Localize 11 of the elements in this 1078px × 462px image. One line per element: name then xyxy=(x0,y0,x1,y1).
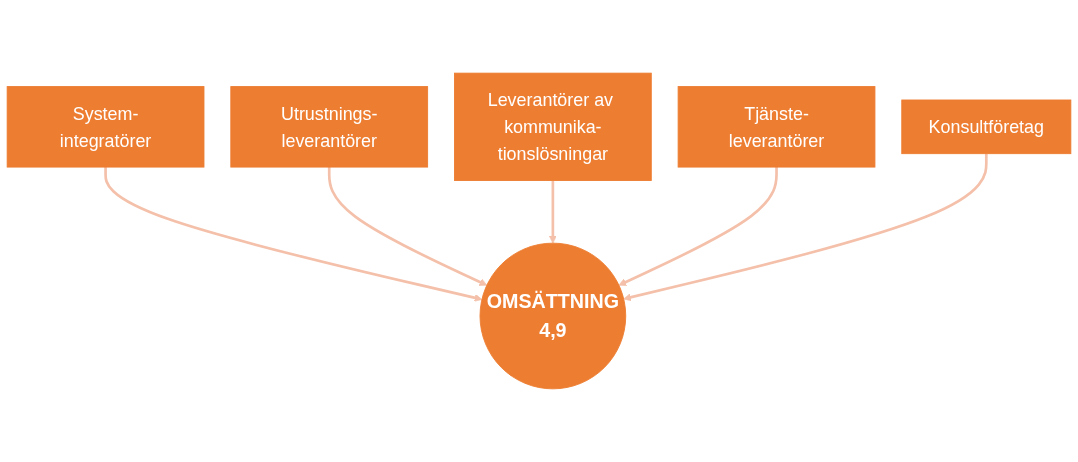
node-box: Konsultföretag xyxy=(901,99,1072,155)
arrow xyxy=(618,167,778,286)
node-box: System-integratörer xyxy=(6,86,205,168)
node-circle: OMSÄTTNING 4,9 xyxy=(479,242,627,390)
arrow xyxy=(327,167,488,286)
arrow xyxy=(623,153,988,302)
arrow xyxy=(548,180,557,244)
node-box: Leverantörer av kommunika-tionslösningar xyxy=(454,72,652,181)
node-box: Tjänste-leverantörer xyxy=(677,86,876,168)
arrow xyxy=(104,167,483,302)
node-box: Utrustnings-leverantörer xyxy=(230,86,429,168)
